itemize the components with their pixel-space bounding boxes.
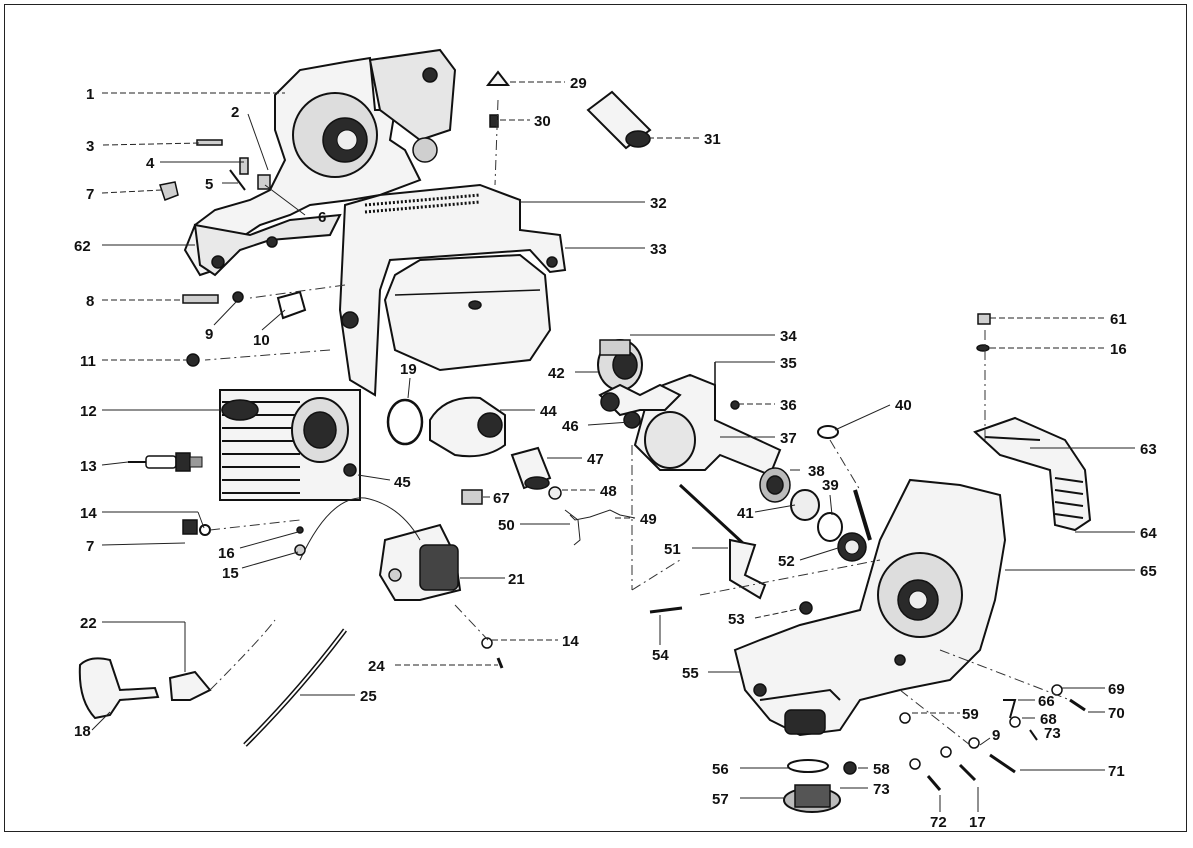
part-label: 47	[587, 451, 604, 468]
wrist-pin-part	[510, 446, 552, 490]
part-label: 4	[146, 155, 155, 172]
ignition-coil-part	[299, 497, 462, 601]
part-label: 59	[962, 706, 979, 723]
assembly-guides	[204, 99, 1071, 746]
part-label: 68	[1040, 711, 1057, 728]
part-label: 19	[400, 361, 417, 378]
part-label: 56	[712, 761, 729, 778]
spark-plug-boot-part	[78, 619, 276, 720]
piston-part	[429, 396, 506, 458]
part-label: 33	[650, 241, 667, 258]
part-label: 49	[640, 511, 657, 528]
part-label: 45	[394, 474, 411, 491]
part-label: 16	[218, 545, 235, 562]
part-label: 15	[222, 565, 239, 582]
part-label: 35	[780, 355, 797, 372]
part-label: 16	[1110, 341, 1127, 358]
tank-cap-part	[783, 759, 841, 813]
small-fasteners	[159, 70, 1086, 791]
o-ring-part	[817, 425, 839, 439]
part-label: 21	[508, 571, 525, 588]
part-label: 39	[822, 477, 839, 494]
part-label: 12	[80, 403, 97, 420]
part-label: 14	[562, 633, 579, 650]
part-label: 11	[80, 353, 96, 370]
bearing-part	[759, 467, 867, 562]
part-label: 46	[562, 418, 579, 435]
right-crankcase-part	[733, 478, 1007, 737]
cylinder-part	[219, 389, 361, 501]
part-label: 52	[778, 553, 795, 570]
needle-bearing-part	[597, 339, 643, 391]
part-label: 58	[873, 761, 890, 778]
part-label: 13	[80, 458, 97, 475]
part-label: 54	[652, 647, 669, 664]
part-label: 65	[1140, 563, 1157, 580]
part-label: 40	[895, 397, 912, 414]
part-label: 5	[205, 176, 213, 193]
part-label: 3	[86, 138, 94, 155]
part-label: 67	[493, 490, 510, 507]
part-label: 36	[780, 397, 797, 414]
part-label: 24	[368, 658, 385, 675]
fuel-tube-part	[243, 628, 347, 747]
part-label: 44	[540, 403, 557, 420]
part-label: 6	[318, 209, 326, 226]
oil-pump-lever-part	[678, 483, 767, 600]
part-label: 41	[737, 505, 754, 522]
part-label: 7	[86, 538, 94, 555]
part-label: 53	[728, 611, 745, 628]
part-label: 42	[548, 365, 565, 382]
part-label: 63	[1140, 441, 1157, 458]
part-label: 17	[969, 814, 986, 831]
part-label: 72	[930, 814, 947, 831]
part-label: 14	[80, 505, 97, 522]
part-label: 29	[570, 75, 587, 92]
part-label: 8	[86, 293, 94, 310]
part-label: 22	[80, 615, 97, 632]
part-label: 57	[712, 791, 729, 808]
part-label: 1	[86, 86, 94, 103]
air-filter-part	[383, 253, 552, 372]
spark-plug-part	[128, 452, 203, 472]
part-label: 64	[1140, 525, 1157, 542]
left-crankcase-part	[183, 48, 457, 277]
part-label: 73	[1044, 725, 1061, 742]
muffler-part	[973, 416, 1092, 532]
part-label: 30	[534, 113, 551, 130]
part-label: 7	[86, 186, 94, 203]
part-label: 48	[600, 483, 617, 500]
part-label: 38	[808, 463, 825, 480]
part-label: 69	[1108, 681, 1125, 698]
part-label: 73	[873, 781, 890, 798]
part-label: 10	[253, 332, 270, 349]
part-label: 32	[650, 195, 667, 212]
part-label: 2	[231, 104, 239, 121]
part-label: 71	[1108, 763, 1125, 780]
part-label: 70	[1108, 705, 1125, 722]
piston-ring-part	[386, 398, 424, 446]
part-label: 51	[664, 541, 681, 558]
part-label: 34	[780, 328, 797, 345]
part-label: 25	[360, 688, 377, 705]
part-label: 66	[1038, 693, 1055, 710]
cylinder-shroud-part	[338, 183, 567, 397]
part-label: 37	[780, 430, 797, 447]
part-label: 61	[1110, 311, 1127, 328]
connecting-rod-part	[598, 383, 682, 417]
part-labels: 1 2 3 4 5 6 7 62 8 9 10 11 12 13 14 7 16…	[74, 75, 1157, 831]
tube-part	[586, 90, 652, 150]
leader-lines	[91, 81, 1135, 812]
part-label: 55	[682, 665, 699, 682]
part-label: 62	[74, 238, 91, 255]
part-label: 9	[205, 326, 213, 343]
part-label: 9	[992, 727, 1000, 744]
throttle-rod-part	[569, 509, 636, 521]
part-label: 50	[498, 517, 515, 534]
part-label: 18	[74, 723, 91, 740]
part-label: 31	[704, 131, 721, 148]
